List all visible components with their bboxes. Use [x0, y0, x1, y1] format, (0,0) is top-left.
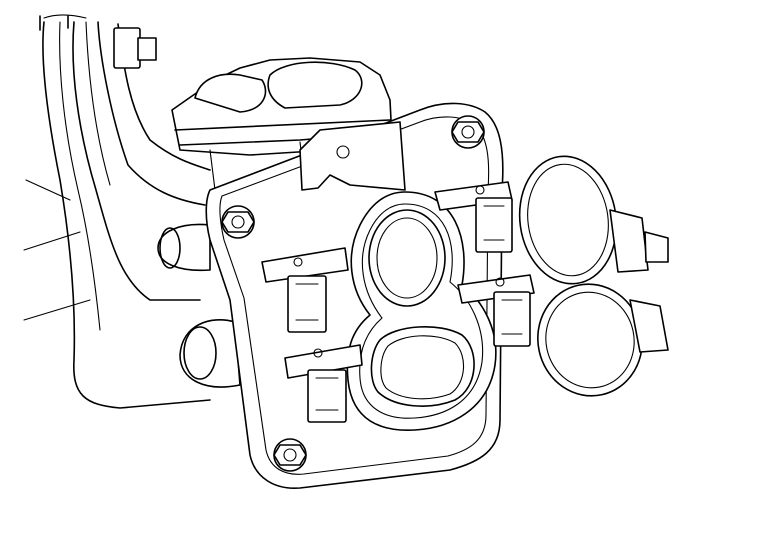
retaining-clip-lower-right [457, 274, 535, 347]
upper-bracket [299, 121, 406, 191]
retaining-clip-lower-left [284, 344, 363, 423]
mounting-bolt-top-right [451, 115, 485, 149]
mounting-bolt-left [221, 205, 255, 239]
mounting-bolt-bottom-left [273, 438, 307, 472]
retaining-clip-upper-right [434, 181, 513, 253]
lower-port-opening [370, 326, 475, 407]
tube-stubs-left [157, 223, 241, 388]
retaining-clip-upper-left [261, 247, 349, 333]
harness-connector-top [39, 14, 157, 69]
upper-port-opening [368, 209, 446, 307]
damper-disc-upper [518, 155, 669, 285]
damper-disc-lower [537, 283, 669, 397]
